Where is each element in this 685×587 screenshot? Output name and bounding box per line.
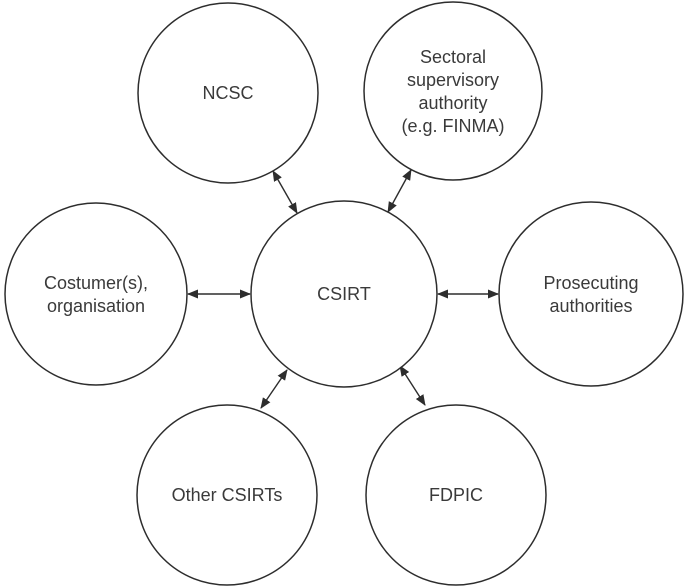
node-other-csirts-label: Other CSIRTs: [172, 485, 283, 505]
bidirectional-arrow-othercsirts-csirt: [260, 369, 288, 409]
node-costumer-circle: [4, 202, 188, 386]
node-other-csirts: Other CSIRTs: [136, 404, 318, 586]
bidirectional-arrow-fdpic-csirt: [399, 365, 426, 406]
node-sectoral-supervisory-authority: Sectoral supervisory authority (e.g. FIN…: [363, 1, 543, 181]
node-fdpic-label: FDPIC: [429, 485, 483, 505]
node-prosecuting-circle: [498, 201, 684, 387]
node-sectoral-label-line1: Sectoral: [420, 47, 486, 67]
node-prosecuting-label-line2: authorities: [549, 296, 632, 316]
node-csirt-label: CSIRT: [317, 284, 371, 304]
bidirectional-arrow-sectoral-csirt: [387, 169, 412, 213]
node-other-csirts-circle: [136, 404, 318, 586]
node-sectoral-circle: [363, 1, 543, 181]
node-ncsc: NCSC: [137, 2, 319, 184]
node-sectoral-label-line3: authority: [418, 93, 487, 113]
node-prosecuting-label-line1: Prosecuting: [543, 273, 638, 293]
node-prosecuting-authorities: Prosecuting authorities: [498, 201, 684, 387]
edges-group: [187, 169, 499, 409]
node-ncsc-label: NCSC: [202, 83, 253, 103]
node-ncsc-circle: [137, 2, 319, 184]
node-costumer-organisation: Costumer(s), organisation: [4, 202, 188, 386]
node-costumer-label-line2: organisation: [47, 296, 145, 316]
node-csirt-circle: [250, 200, 438, 388]
bidirectional-arrow-ncsc-csirt: [272, 170, 298, 214]
node-fdpic: FDPIC: [365, 404, 547, 586]
node-costumer-label-line1: Costumer(s),: [44, 273, 148, 293]
node-csirt: CSIRT: [250, 200, 438, 388]
node-sectoral-label-line2: supervisory: [407, 70, 499, 90]
node-sectoral-label-line4: (e.g. FINMA): [401, 116, 504, 136]
node-fdpic-circle: [365, 404, 547, 586]
